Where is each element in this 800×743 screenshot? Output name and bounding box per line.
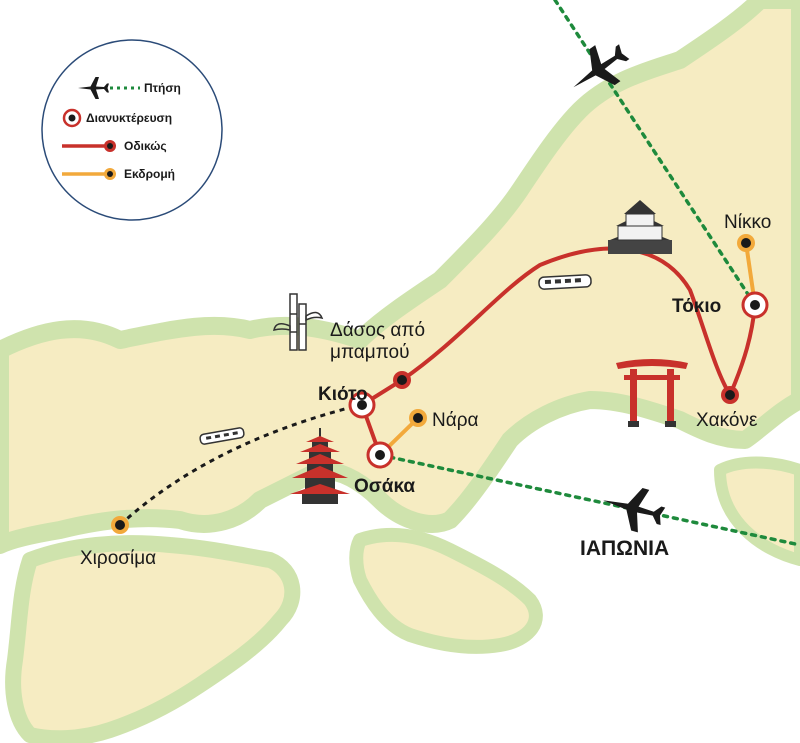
city-label-nara: Νάρα <box>432 410 479 431</box>
marker-osaka[interactable] <box>366 441 394 469</box>
city-label-hakone: Χακόνε <box>696 410 758 431</box>
legend-label-overnight: Διανυκτέρευση <box>86 111 172 125</box>
legend: Πτήση Διανυκτέρευση Οδικώς Εκδρομή <box>41 39 223 221</box>
city-label-hiroshima: Χιροσίμα <box>80 548 156 569</box>
train-icon <box>538 274 592 290</box>
shikoku-landmass <box>349 527 543 654</box>
northeast-landmass <box>714 456 800 566</box>
marker-nara[interactable] <box>409 409 427 427</box>
airplane-icon <box>78 77 109 99</box>
legend-item-road: Οδικώς <box>62 139 167 153</box>
poi-label-bamboo-line1: Δάσος από <box>330 320 425 341</box>
marker-bamboo[interactable] <box>393 371 411 389</box>
marker-hakone[interactable] <box>721 386 739 404</box>
flight-path-south <box>378 453 800 547</box>
poi-label-bamboo-line2: μπαμπού <box>330 342 410 363</box>
marker-nikko[interactable] <box>737 234 755 252</box>
castle-icon <box>608 200 672 254</box>
city-label-nikko: Νίκκο <box>724 212 771 233</box>
airplane-icon <box>573 44 630 88</box>
marker-tokyo[interactable] <box>741 291 769 319</box>
bamboo-icon <box>273 293 324 351</box>
excursion-markers <box>111 234 755 534</box>
flight-path-north <box>553 0 757 307</box>
city-label-tokyo: Τόκιο <box>672 296 721 317</box>
legend-label-excursion: Εκδρομή <box>124 167 175 181</box>
train-icon <box>199 427 245 445</box>
legend-item-flight: Πτήση <box>78 77 181 99</box>
marker-kyoto[interactable] <box>348 391 376 419</box>
legend-item-overnight: Διανυκτέρευση <box>62 108 172 128</box>
kyushu-landmass <box>5 535 301 743</box>
honshu-landmass <box>0 0 800 554</box>
overnight-markers <box>348 291 769 469</box>
pagoda-icon <box>290 428 350 504</box>
country-label: ΙΑΠΩΝΙΑ <box>580 537 669 560</box>
legend-label-flight: Πτήση <box>144 81 181 95</box>
rail-line-hiroshima-kyoto <box>118 403 361 527</box>
city-label-kyoto: Κιότο <box>318 384 368 405</box>
flight-paths <box>378 0 800 547</box>
legend-label-road: Οδικώς <box>124 139 167 153</box>
marker-hiroshima[interactable] <box>111 516 129 534</box>
road-route <box>360 246 757 457</box>
airplane-icon <box>603 488 666 533</box>
city-label-osaka: Οσάκα <box>354 476 415 497</box>
legend-item-excursion: Εκδρομή <box>62 167 175 181</box>
torii-gate-icon <box>616 359 688 427</box>
